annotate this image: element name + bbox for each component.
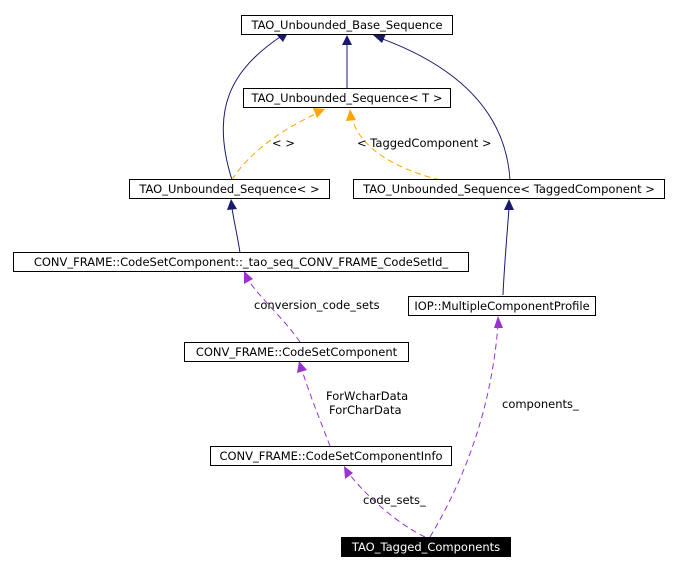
label-tagged-template: < TaggedComponent >	[357, 136, 492, 150]
node-unbounded-sequence-empty[interactable]: TAO_Unbounded_Sequence< >	[129, 179, 330, 199]
arrowhead-inherit-3	[373, 34, 386, 43]
arrowhead-usage-2	[297, 361, 307, 373]
edge-unb-seq-tagged-to-base	[379, 37, 511, 181]
node-unbounded-sequence-t[interactable]: TAO_Unbounded_Sequence< T >	[243, 88, 451, 108]
arrowhead-usage-3	[344, 466, 353, 479]
node-codeset-component-info[interactable]: CONV_FRAME::CodeSetComponentInfo	[210, 446, 452, 466]
label-empty-template: < >	[272, 136, 295, 150]
arrowhead-inherit-5	[504, 199, 514, 210]
arrowhead-usage-4	[494, 316, 503, 328]
edge-unb-seq-empty-to-base	[222, 34, 284, 181]
edge-template-empty	[231, 112, 319, 181]
edge-for-char-data	[301, 369, 331, 447]
edge-components	[429, 324, 499, 538]
edge-codeset-seq-to-unb-seq-empty	[231, 207, 241, 254]
node-tao-tagged-components[interactable]: TAO_Tagged_Components	[341, 537, 511, 557]
node-codeset-component[interactable]: CONV_FRAME::CodeSetComponent	[184, 342, 409, 362]
arrowhead-template-2	[346, 109, 356, 121]
node-codeset-id-sequence[interactable]: CONV_FRAME::CodeSetComponent::_tao_seq_C…	[13, 252, 469, 272]
arrowhead-inherit-2	[342, 35, 352, 45]
edge-conversion-code-sets	[247, 279, 301, 343]
label-code-sets: code_sets_	[363, 493, 426, 507]
label-conversion-code-sets: conversion_code_sets	[254, 298, 380, 312]
label-for-char-data: ForCharData	[329, 403, 402, 417]
arrowhead-inherit-4	[227, 199, 237, 210]
node-multiple-component-profile[interactable]: IOP::MultipleComponentProfile	[408, 296, 596, 316]
label-for-wchar-data: ForWcharData	[326, 389, 409, 403]
arrowhead-usage-1	[244, 271, 253, 284]
arrowhead-template-1	[313, 108, 325, 118]
edge-template-tagged	[351, 117, 441, 181]
label-components: components_	[502, 397, 579, 411]
node-base-sequence[interactable]: TAO_Unbounded_Base_Sequence	[241, 15, 453, 35]
edge-multi-profile-to-unb-seq-tagged	[502, 207, 510, 296]
node-unbounded-sequence-tagged[interactable]: TAO_Unbounded_Sequence< TaggedComponent …	[353, 179, 665, 199]
